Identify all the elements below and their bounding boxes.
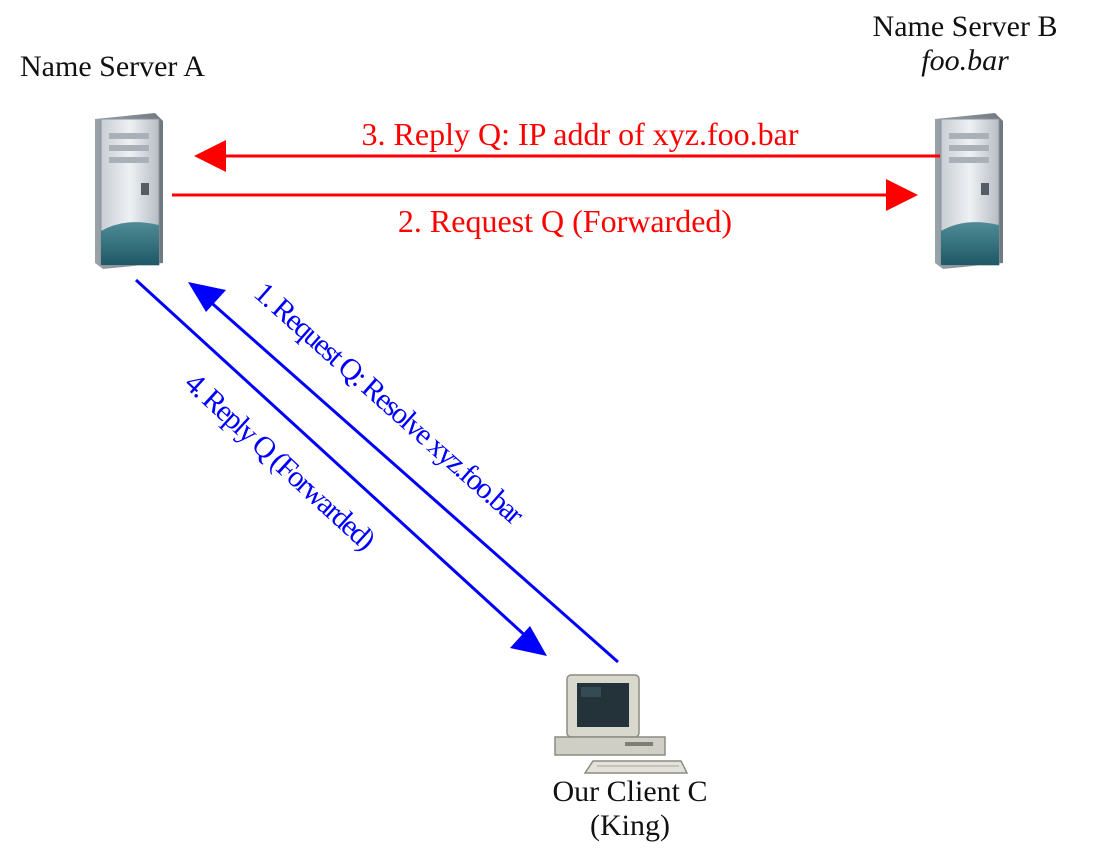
server-a-label: Name Server A — [20, 50, 205, 83]
server-b-label: Name Server B foo.bar — [840, 10, 1090, 78]
client-c-name: Our Client C — [552, 775, 708, 808]
arrow-4-reply-forwarded — [134, 278, 547, 656]
message-3-label: 3. Reply Q: IP addr of xyz.foo.bar — [362, 116, 799, 152]
arrow-3-reply-q — [194, 140, 940, 172]
message-4-label: 4. Reply Q (Forwarded) — [178, 366, 381, 556]
server-b-icon — [935, 113, 1003, 269]
client-c-alias: (King) — [590, 809, 670, 842]
client-c-label: Our Client C (King) — [470, 775, 790, 843]
server-a-icon — [95, 113, 163, 269]
arrow-1-request-q — [188, 282, 619, 664]
client-c-icon — [554, 674, 689, 774]
server-b-name: Name Server B — [872, 10, 1058, 43]
arrow-2-request-forwarded — [172, 179, 918, 211]
server-b-domain: foo.bar — [921, 44, 1009, 77]
message-2-label: 2. Request Q (Forwarded) — [398, 203, 732, 239]
